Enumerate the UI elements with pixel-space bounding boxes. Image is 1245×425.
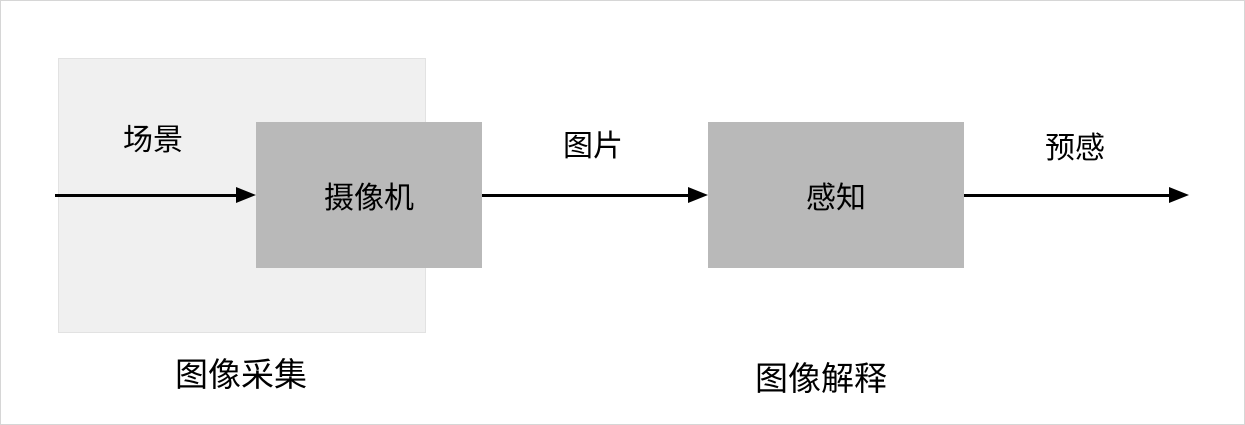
scene-arrow [55, 187, 256, 203]
scene-arrow-line [55, 193, 239, 197]
prediction-arrowhead-icon [1169, 187, 1189, 203]
perception-node: 感知 [708, 122, 964, 268]
image-arrow-label: 图片 [563, 130, 623, 163]
perception-node-label: 感知 [806, 182, 866, 215]
prediction-arrow-line [964, 193, 1172, 197]
scene-arrowhead-icon [236, 187, 256, 203]
image-arrowhead-icon [688, 187, 708, 203]
camera-node: 摄像机 [256, 122, 482, 268]
image-arrow [482, 187, 708, 203]
prediction-arrow [964, 187, 1189, 203]
interpretation-caption: 图像解释 [755, 360, 887, 397]
image-arrow-line [482, 193, 691, 197]
scene-arrow-label: 场景 [123, 124, 183, 157]
prediction-arrow-label: 预感 [1045, 132, 1105, 165]
acquisition-caption: 图像采集 [175, 356, 307, 393]
camera-node-label: 摄像机 [324, 182, 414, 215]
